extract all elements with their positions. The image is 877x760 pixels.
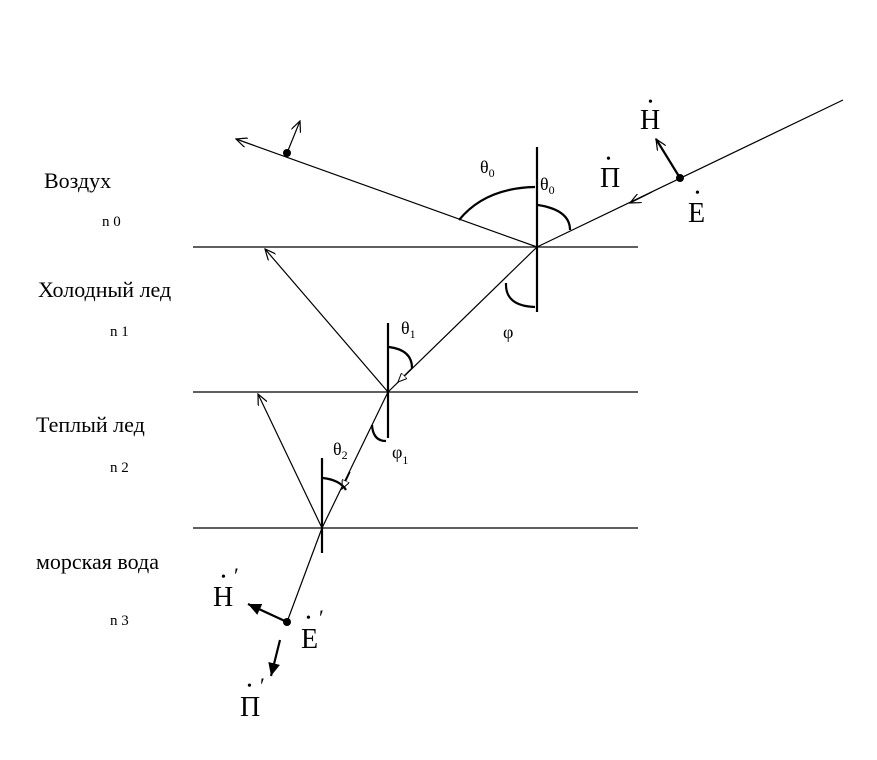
prime-E: ′ [319, 605, 324, 630]
phi1-arc [370, 424, 387, 443]
medium-index-cold-ice: n 1 [110, 324, 129, 340]
dot-P-prime: • [247, 679, 252, 694]
reflected-ray-2 [258, 394, 323, 529]
vector-H-prime-label: H [213, 582, 233, 613]
medium-label-warm-ice: Теплый лед [36, 412, 145, 437]
vector-H-label: H [640, 105, 660, 136]
reflected-field-dot [283, 149, 291, 157]
vector-P-label: П [600, 163, 620, 194]
theta0-incident-arc [537, 203, 572, 231]
medium-index-sea-water: n 3 [110, 613, 129, 629]
theta0-reflect-arc [458, 185, 536, 221]
transmitted-P-vector [268, 639, 282, 677]
medium-index-warm-ice: n 2 [110, 460, 129, 476]
incident-ray [536, 99, 844, 248]
medium-label-cold-ice: Холодный лед [38, 277, 171, 302]
medium-label-sea-water: морская вода [36, 549, 159, 574]
incident-H-vector [655, 139, 681, 179]
transmitted-H-vector [247, 603, 288, 623]
theta0-incident-label: θ0 [540, 174, 555, 197]
dot-E-prime: • [306, 611, 311, 626]
prime-H: ′ [234, 563, 239, 588]
theta1-label: θ1 [401, 318, 416, 341]
vector-E-prime-label: E [301, 624, 318, 655]
transmitted-ray [286, 527, 323, 623]
dot-E: • [695, 186, 700, 201]
refracted-ray-2 [321, 391, 389, 529]
prime-P: ′ [260, 673, 265, 698]
dot-P: • [606, 152, 611, 167]
incident-direction-arrow [630, 191, 653, 203]
reflected-field-vector [286, 121, 300, 154]
dot-H-prime: • [221, 570, 226, 585]
theta2-arc [322, 476, 347, 491]
phi-arc [504, 282, 536, 309]
refracted-ray-1-arrow [398, 367, 413, 382]
theta1-arc [388, 345, 414, 369]
dot-H: • [648, 95, 653, 110]
vector-P-prime-label: П [240, 692, 260, 723]
reflected-ray-1 [265, 249, 389, 393]
reflected-ray [236, 139, 538, 248]
phi1-label: φ1 [392, 442, 408, 467]
medium-label-air: Воздух [44, 168, 111, 193]
theta0-reflect-label: θ0 [480, 157, 495, 180]
theta2-label: θ2 [333, 439, 348, 462]
vector-E-label: E [688, 198, 705, 229]
phi-label: φ [503, 322, 513, 342]
medium-index-air: n 0 [102, 214, 121, 230]
